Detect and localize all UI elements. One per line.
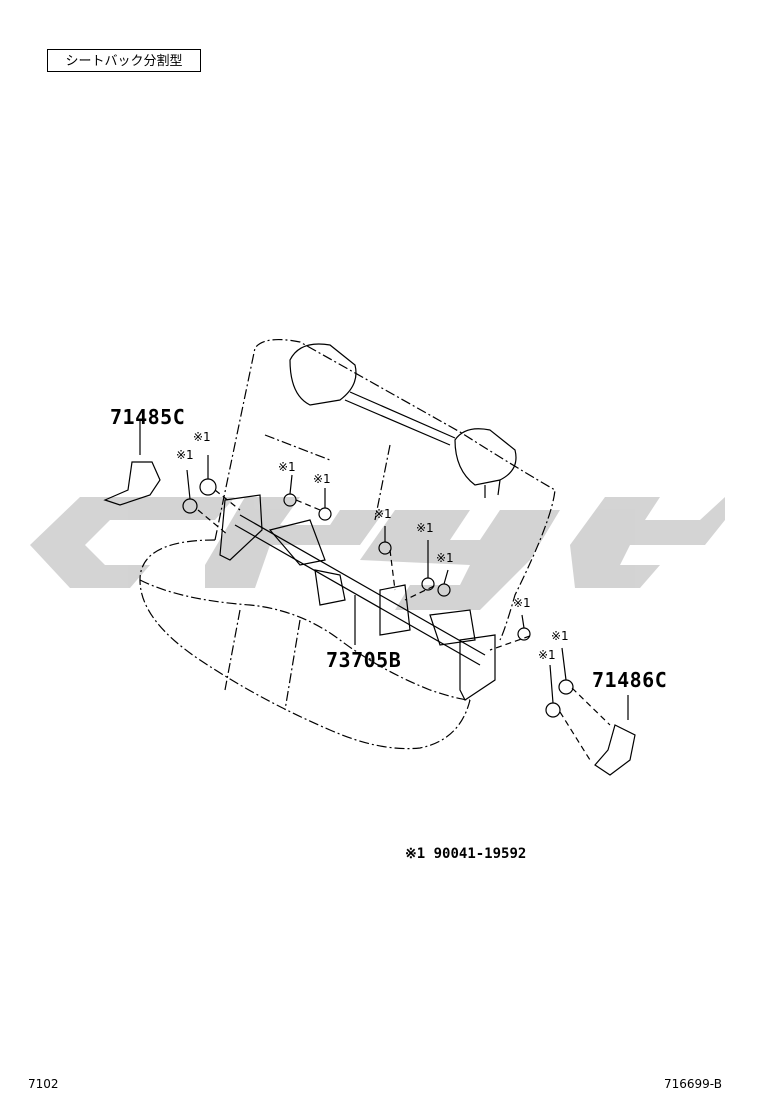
seatback-outline xyxy=(214,338,556,641)
footer-left-code: 7102 xyxy=(28,1077,59,1091)
mark-label: ※1 xyxy=(176,448,194,462)
mark-label: ※1 xyxy=(278,460,296,474)
fastener-note: ※1 90041-19592 xyxy=(405,846,526,862)
mark-label: ※1 xyxy=(374,507,392,521)
note-mark: ※1 xyxy=(405,846,426,862)
mark-label: ※1 xyxy=(538,648,556,662)
mark-label: ※1 xyxy=(416,521,434,535)
part-label-73705b: 73705B xyxy=(326,648,402,672)
footer-right-code: 716699-B xyxy=(664,1077,722,1091)
variant-label-box: シートバック分割型 xyxy=(47,49,201,72)
watermark-logo xyxy=(30,497,725,610)
mark-label: ※1 xyxy=(436,551,454,565)
part-label-71486c: 71486C xyxy=(592,668,668,692)
cover-71486c xyxy=(594,724,636,776)
mark-label: ※1 xyxy=(193,430,211,444)
cover-71485c xyxy=(103,461,161,506)
seat-cushion-outline xyxy=(139,539,471,750)
part-label-71485c: 71485C xyxy=(110,405,186,429)
mark-label: ※1 xyxy=(551,629,569,643)
note-part-number: 90041-19592 xyxy=(433,846,527,862)
headrest-left xyxy=(289,343,357,406)
mark-label: ※1 xyxy=(513,596,531,610)
headrest-right xyxy=(454,428,517,486)
mark-label: ※1 xyxy=(313,472,331,486)
